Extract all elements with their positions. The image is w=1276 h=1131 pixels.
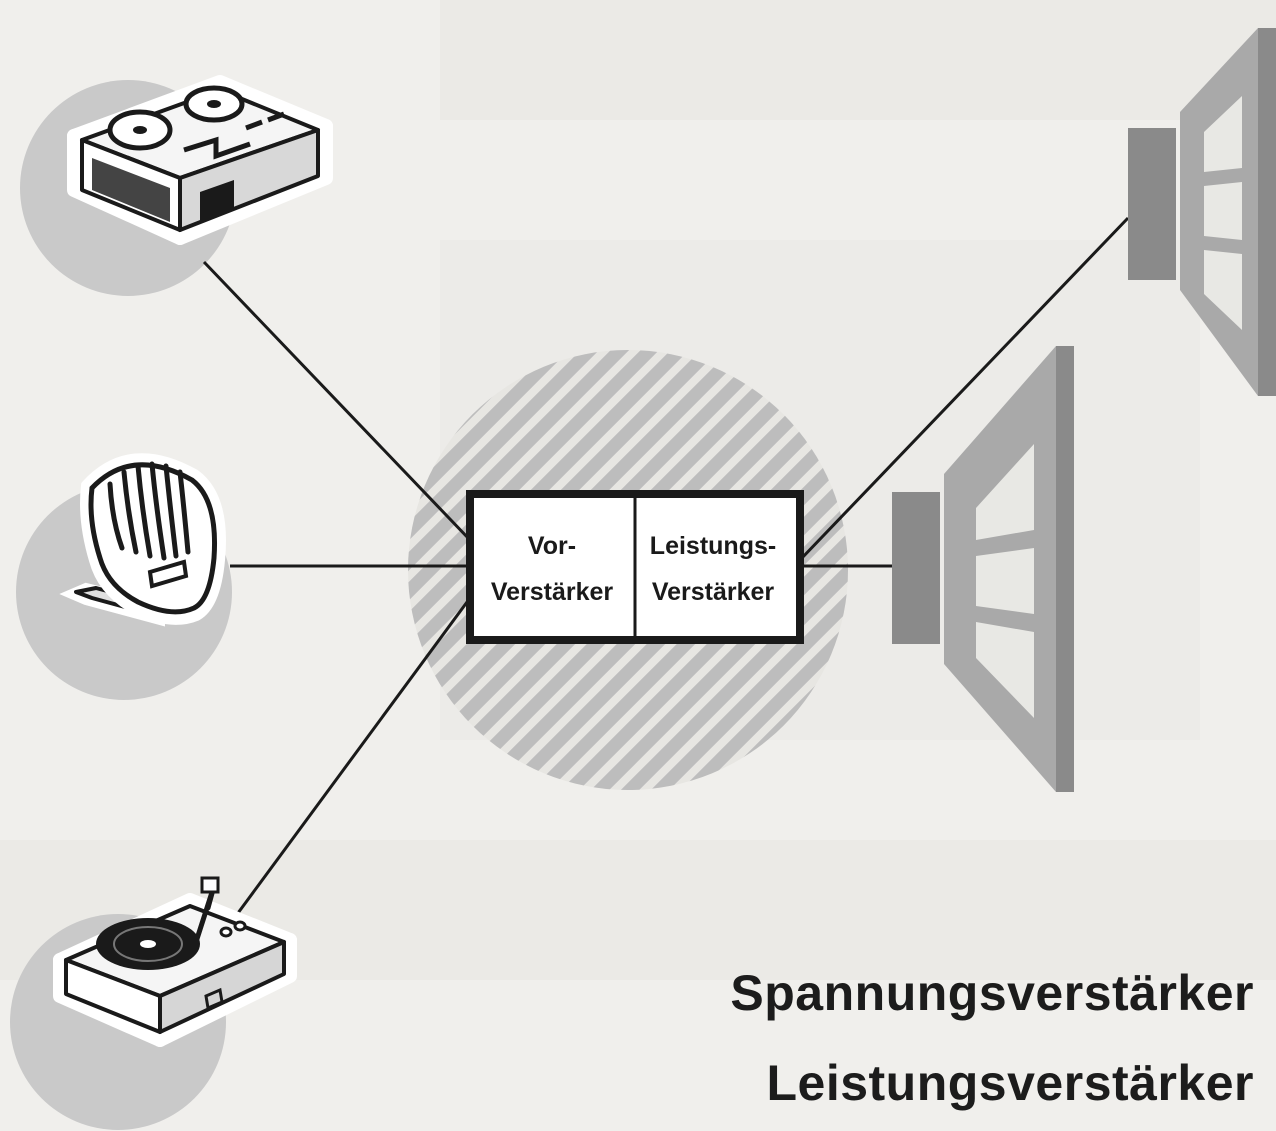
loudspeaker-icon-2 bbox=[892, 346, 1074, 792]
power-amp-label-line2: Verstärker bbox=[652, 578, 775, 606]
loudspeaker-icon bbox=[1128, 28, 1276, 396]
line-turntable-to-amp bbox=[222, 597, 472, 933]
title-power-amplifier: Leistungsverstärker bbox=[766, 1055, 1254, 1111]
line-tape-to-amp bbox=[202, 260, 472, 542]
microphone-icon bbox=[59, 453, 226, 627]
pre-amp-label-line2: Verstärker bbox=[491, 578, 614, 606]
title-voltage-amplifier: Spannungsverstärker bbox=[730, 965, 1254, 1021]
amplifier-block: Vor- Verstärker Leistungs- Verstärker bbox=[466, 490, 804, 644]
tape-recorder-icon bbox=[67, 75, 333, 245]
connection-lines bbox=[202, 216, 1130, 933]
power-amp-label-line1: Leistungs- bbox=[650, 532, 776, 560]
record-player-icon bbox=[53, 876, 297, 1047]
line-amp-to-speaker-top bbox=[798, 216, 1130, 562]
pre-amp-label-line1: Vor- bbox=[528, 532, 576, 560]
